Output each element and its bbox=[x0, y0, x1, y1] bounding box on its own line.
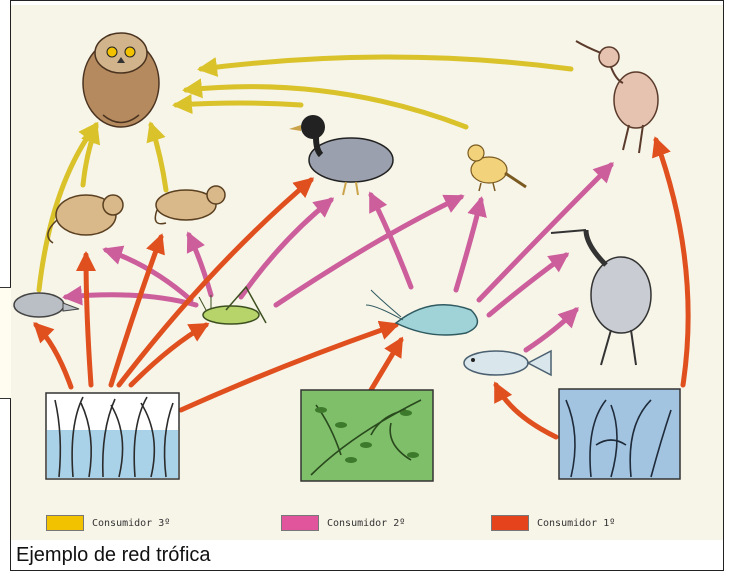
legend-item-primary: Consumidor 1º bbox=[491, 515, 615, 531]
curlew-bird-icon bbox=[576, 41, 658, 153]
arrow-grass-to-duck bbox=[119, 180, 311, 385]
arrow-seaweed-to-fish bbox=[496, 385, 556, 437]
legend-swatch-tertiary bbox=[46, 515, 84, 531]
arrow-shrub-to-shrimp bbox=[371, 340, 401, 390]
arrow-shrimp-to-canary bbox=[456, 200, 481, 290]
secondary-consumer-arrows bbox=[66, 165, 611, 350]
seaweed-icon bbox=[559, 389, 680, 479]
legend-swatch-primary bbox=[491, 515, 529, 531]
heron-icon bbox=[551, 230, 651, 365]
legend-label-tertiary: Consumidor 3º bbox=[92, 518, 170, 529]
legend-item-tertiary: Consumidor 3º bbox=[46, 515, 170, 531]
figure-caption: Ejemplo de red trófica bbox=[16, 540, 211, 570]
legend-label-primary: Consumidor 1º bbox=[537, 518, 615, 529]
arrow-grasshopper-to-canary bbox=[276, 197, 461, 305]
arrow-shrimp-to-heron bbox=[489, 255, 566, 315]
shrub-plant-icon bbox=[301, 390, 433, 481]
legend-label-secondary: Consumidor 2º bbox=[327, 518, 405, 529]
arrow-grasshopper-to-duck bbox=[241, 200, 331, 297]
arrow-curlew-to-owl bbox=[201, 57, 571, 69]
arrow-grass-to-mouse bbox=[86, 255, 91, 385]
canary-bird-icon bbox=[468, 145, 526, 191]
arrow-fish-to-heron bbox=[526, 310, 576, 350]
arrow-seaweed-to-curlew bbox=[656, 140, 688, 385]
arrow-canary-to-owl bbox=[186, 87, 466, 127]
arrow-rat-to-owl bbox=[151, 125, 166, 190]
fish-icon bbox=[464, 351, 551, 375]
legend-item-secondary: Consumidor 2º bbox=[281, 515, 405, 531]
owl-icon bbox=[83, 33, 159, 127]
legend-swatch-secondary bbox=[281, 515, 319, 531]
food-web-figure: Consumidor 3º Consumidor 2º Consumidor 1… bbox=[11, 5, 723, 540]
legend: Consumidor 3º Consumidor 2º Consumidor 1… bbox=[11, 507, 723, 537]
arrow-duck-to-owl bbox=[176, 103, 301, 105]
arrow-grass-to-shrew bbox=[36, 325, 71, 387]
marsh-grass-icon bbox=[46, 393, 179, 479]
arrow-shrimp-to-curlew bbox=[479, 165, 611, 300]
food-web-diagram bbox=[11, 5, 723, 505]
